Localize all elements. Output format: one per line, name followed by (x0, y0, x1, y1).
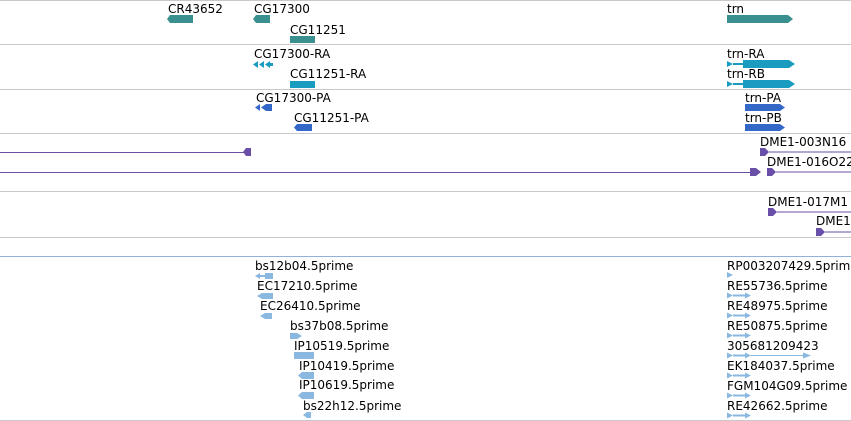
est-glyph[interactable] (260, 313, 272, 319)
protein-label-cg17300-pa[interactable]: CG17300-PA (256, 91, 331, 105)
est-label[interactable]: RE50875.5prime (727, 319, 828, 333)
est-glyph[interactable] (727, 272, 733, 278)
est-label[interactable]: RE42662.5prime (727, 399, 828, 413)
est-glyph[interactable] (727, 292, 753, 299)
est-label[interactable]: EK184037.5prime (727, 359, 835, 373)
alignment-line[interactable] (0, 152, 246, 153)
gene-glyph-cr43652[interactable] (167, 15, 193, 23)
est-glyph[interactable] (727, 372, 753, 379)
gene-label-cg11251[interactable]: CG11251 (290, 23, 346, 37)
alignment-glyph-dme1-016o22[interactable] (767, 168, 851, 176)
alignment-glyph-dme1[interactable] (816, 228, 851, 236)
gene-label-cr43652[interactable]: CR43652 (168, 2, 223, 16)
transcript-glyph-trn-rb[interactable] (727, 80, 795, 88)
est-glyph[interactable] (727, 412, 753, 419)
gene-glyph-cg11251[interactable] (290, 36, 315, 43)
est-glyph[interactable] (290, 333, 302, 339)
est-label[interactable]: bs12b04.5prime (255, 259, 354, 273)
est-label[interactable]: IP10619.5prime (299, 378, 395, 392)
est-label[interactable]: bs22h12.5prime (303, 399, 402, 413)
est-glyph[interactable] (298, 372, 314, 379)
alignment-glyph-dme1-017m1[interactable] (768, 208, 851, 216)
transcript-glyph-cg17300-ra[interactable] (253, 61, 273, 68)
est-glyph[interactable] (727, 332, 753, 339)
est-label[interactable]: bs37b08.5prime (290, 319, 389, 333)
alignment-label-dme1-003n16[interactable]: DME1-003N16 (760, 135, 847, 149)
est-glyph[interactable] (303, 412, 311, 418)
protein-glyph-trn-pb[interactable] (745, 124, 785, 131)
est-label[interactable]: IP10519.5prime (294, 339, 390, 353)
track-separator (0, 191, 851, 192)
protein-label-trn-pa[interactable]: trn-PA (745, 91, 782, 105)
track-separator (0, 44, 851, 45)
track-separator (0, 256, 851, 257)
est-label[interactable]: EC26410.5prime (260, 299, 361, 313)
est-glyph[interactable] (727, 312, 753, 319)
gene-label-cg17300[interactable]: CG17300 (254, 2, 310, 16)
alignment-block[interactable] (750, 168, 761, 176)
protein-glyph-cg11251-pa[interactable] (294, 124, 312, 131)
alignment-label-dme1[interactable]: DME1 (816, 214, 851, 228)
transcript-label-cg17300-ra[interactable]: CG17300-RA (254, 47, 331, 61)
alignment-line[interactable] (0, 172, 752, 173)
track-separator (0, 237, 851, 238)
track-separator (0, 133, 851, 134)
est-label[interactable]: RE55736.5prime (727, 279, 828, 293)
est-glyph[interactable] (727, 392, 753, 399)
gene-glyph-trn[interactable] (727, 15, 793, 23)
transcript-glyph-trn-ra[interactable] (727, 60, 795, 68)
protein-glyph-cg17300-pa[interactable] (255, 104, 272, 111)
alignment-label-dme1-017m1[interactable]: DME1-017M1 (768, 195, 849, 209)
est-glyph[interactable] (727, 352, 813, 359)
est-glyph[interactable] (298, 392, 314, 399)
est-label[interactable]: RE48975.5prime (727, 299, 828, 313)
protein-glyph-trn-pa[interactable] (745, 104, 785, 111)
protein-label-trn-pb[interactable]: trn-PB (745, 111, 782, 125)
gene-glyph-cg17300[interactable] (253, 15, 270, 23)
est-label[interactable]: 305681209423 (727, 339, 819, 353)
transcript-glyph-cg11251-ra[interactable] (290, 81, 315, 88)
transcript-label-trn-rb[interactable]: trn-RB (727, 67, 765, 81)
est-label[interactable]: RP003207429.5prime (727, 259, 851, 273)
est-glyph[interactable] (294, 352, 314, 359)
protein-label-cg11251-pa[interactable]: CG11251-PA (294, 111, 369, 125)
alignment-label-dme1-016o22[interactable]: DME1-016O22 (767, 155, 851, 169)
est-label[interactable]: IP10419.5prime (299, 359, 395, 373)
est-label[interactable]: FGM104G09.5prime (727, 379, 848, 393)
est-glyph[interactable] (255, 273, 273, 279)
transcript-label-trn-ra[interactable]: trn-RA (727, 47, 765, 61)
alignment-glyph-dme1-003n16[interactable] (760, 148, 851, 156)
track-separator (0, 89, 851, 90)
track-separator (0, 0, 851, 1)
est-glyph[interactable] (257, 293, 273, 299)
gene-label-trn[interactable]: trn (727, 2, 745, 16)
est-label[interactable]: EC17210.5prime (257, 279, 358, 293)
alignment-block[interactable] (243, 148, 251, 156)
transcript-label-cg11251-ra[interactable]: CG11251-RA (290, 67, 367, 81)
